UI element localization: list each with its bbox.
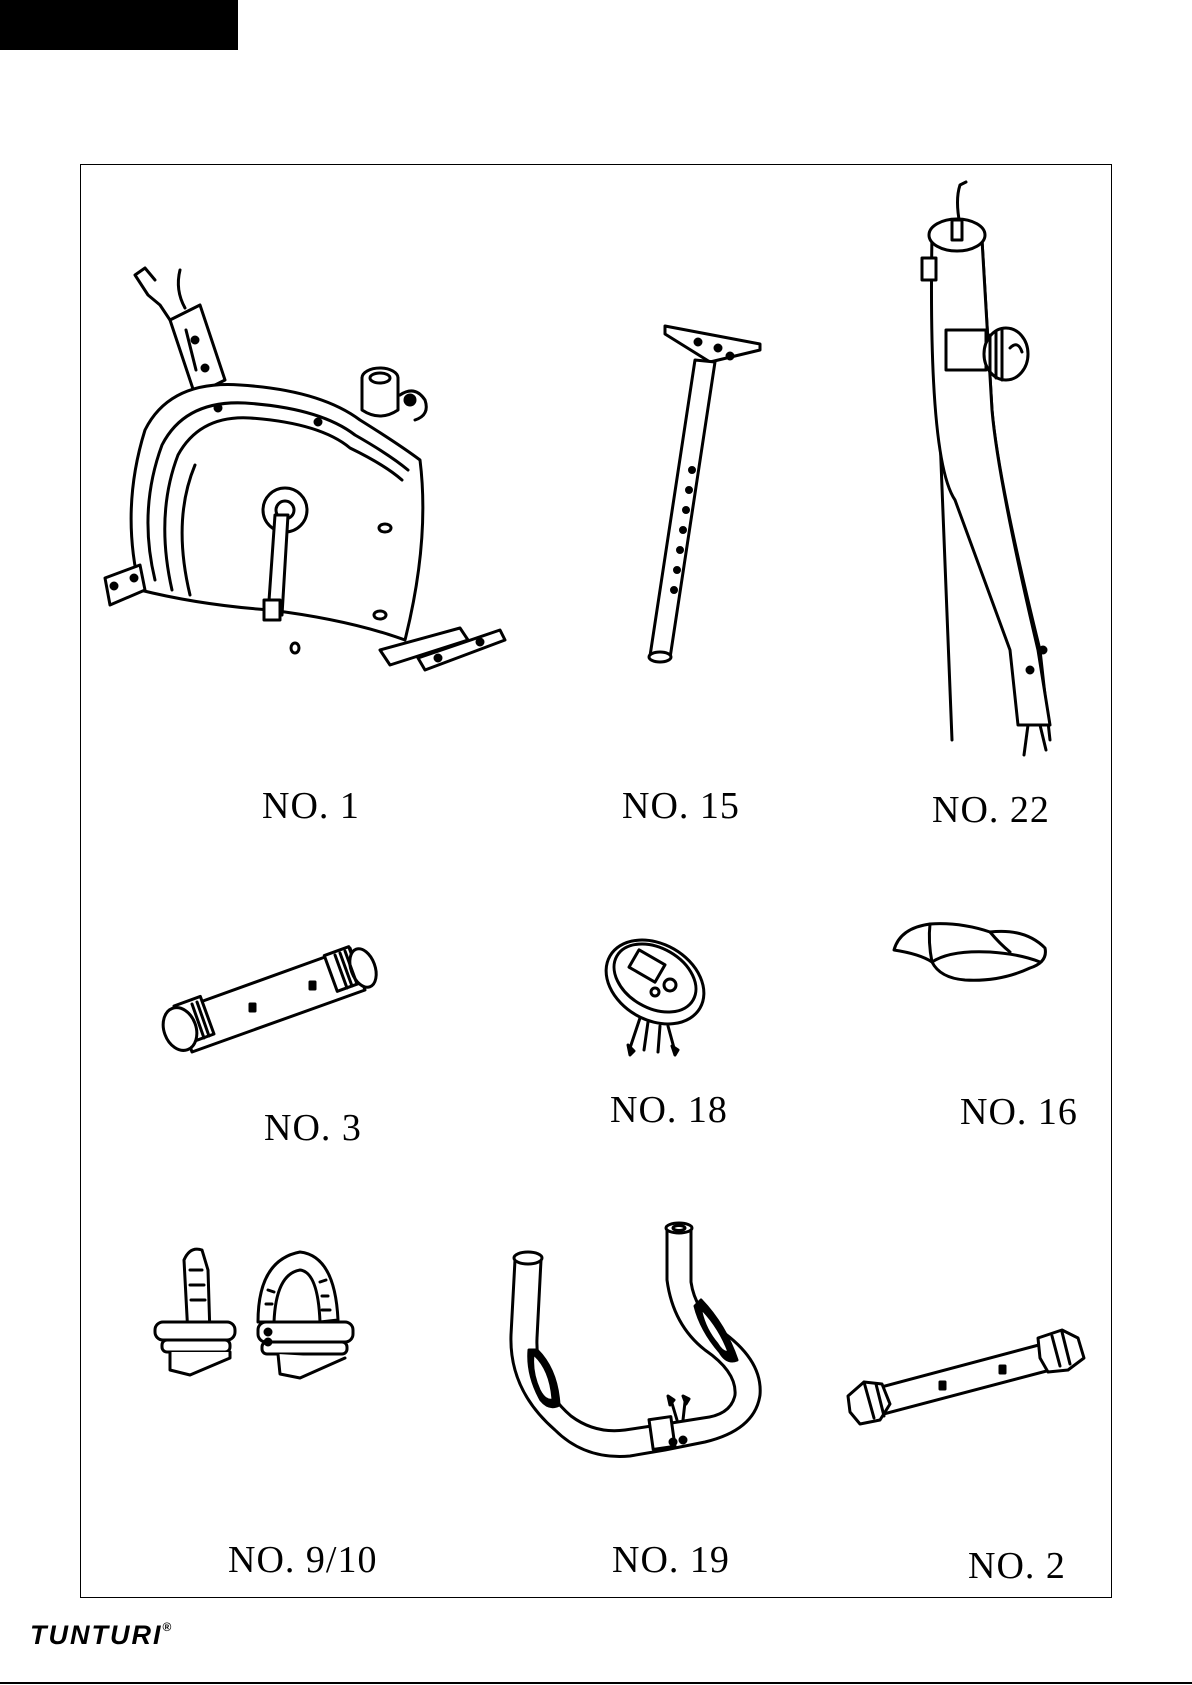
pedals-icon [150,1240,370,1380]
part-no-22-drawing [910,180,1070,760]
part-no-15-drawing [620,320,770,670]
part-no-2-drawing [840,1320,1090,1440]
part-no-22-label: NO. 22 [932,788,1050,832]
handlebar-post-icon [910,180,1070,760]
handlebar-icon [505,1220,775,1480]
registered-mark: ® [162,1620,173,1634]
part-no-19-label: NO. 19 [612,1538,730,1582]
bike-frame-icon [100,260,520,720]
console-icon [600,930,720,1060]
rear-stabilizer-icon [840,1320,1090,1440]
part-no-3-drawing [150,940,390,1060]
part-no-3-label: NO. 3 [264,1106,362,1150]
part-no-18-label: NO. 18 [610,1088,728,1132]
seat-post-icon [620,320,770,670]
front-stabilizer-icon [150,940,390,1060]
part-no-16-drawing [890,910,1050,990]
part-no-1-drawing [100,260,520,720]
part-no-1-label: NO. 1 [262,784,360,828]
part-no-15-label: NO. 15 [622,784,740,828]
part-no-16-label: NO. 16 [960,1090,1078,1134]
footer-rule [0,1682,1192,1684]
saddle-icon [890,910,1050,990]
brand-name: TUNTURI [30,1620,162,1650]
part-no-19-drawing [505,1220,775,1480]
tunturi-logo: TUNTURI® [30,1620,173,1651]
header-black-bar [0,0,238,50]
part-no-9-10-label: NO. 9/10 [228,1538,377,1582]
part-no-9-10-drawing [150,1240,370,1380]
part-no-18-drawing [600,930,720,1060]
part-no-2-label: NO. 2 [968,1544,1066,1588]
